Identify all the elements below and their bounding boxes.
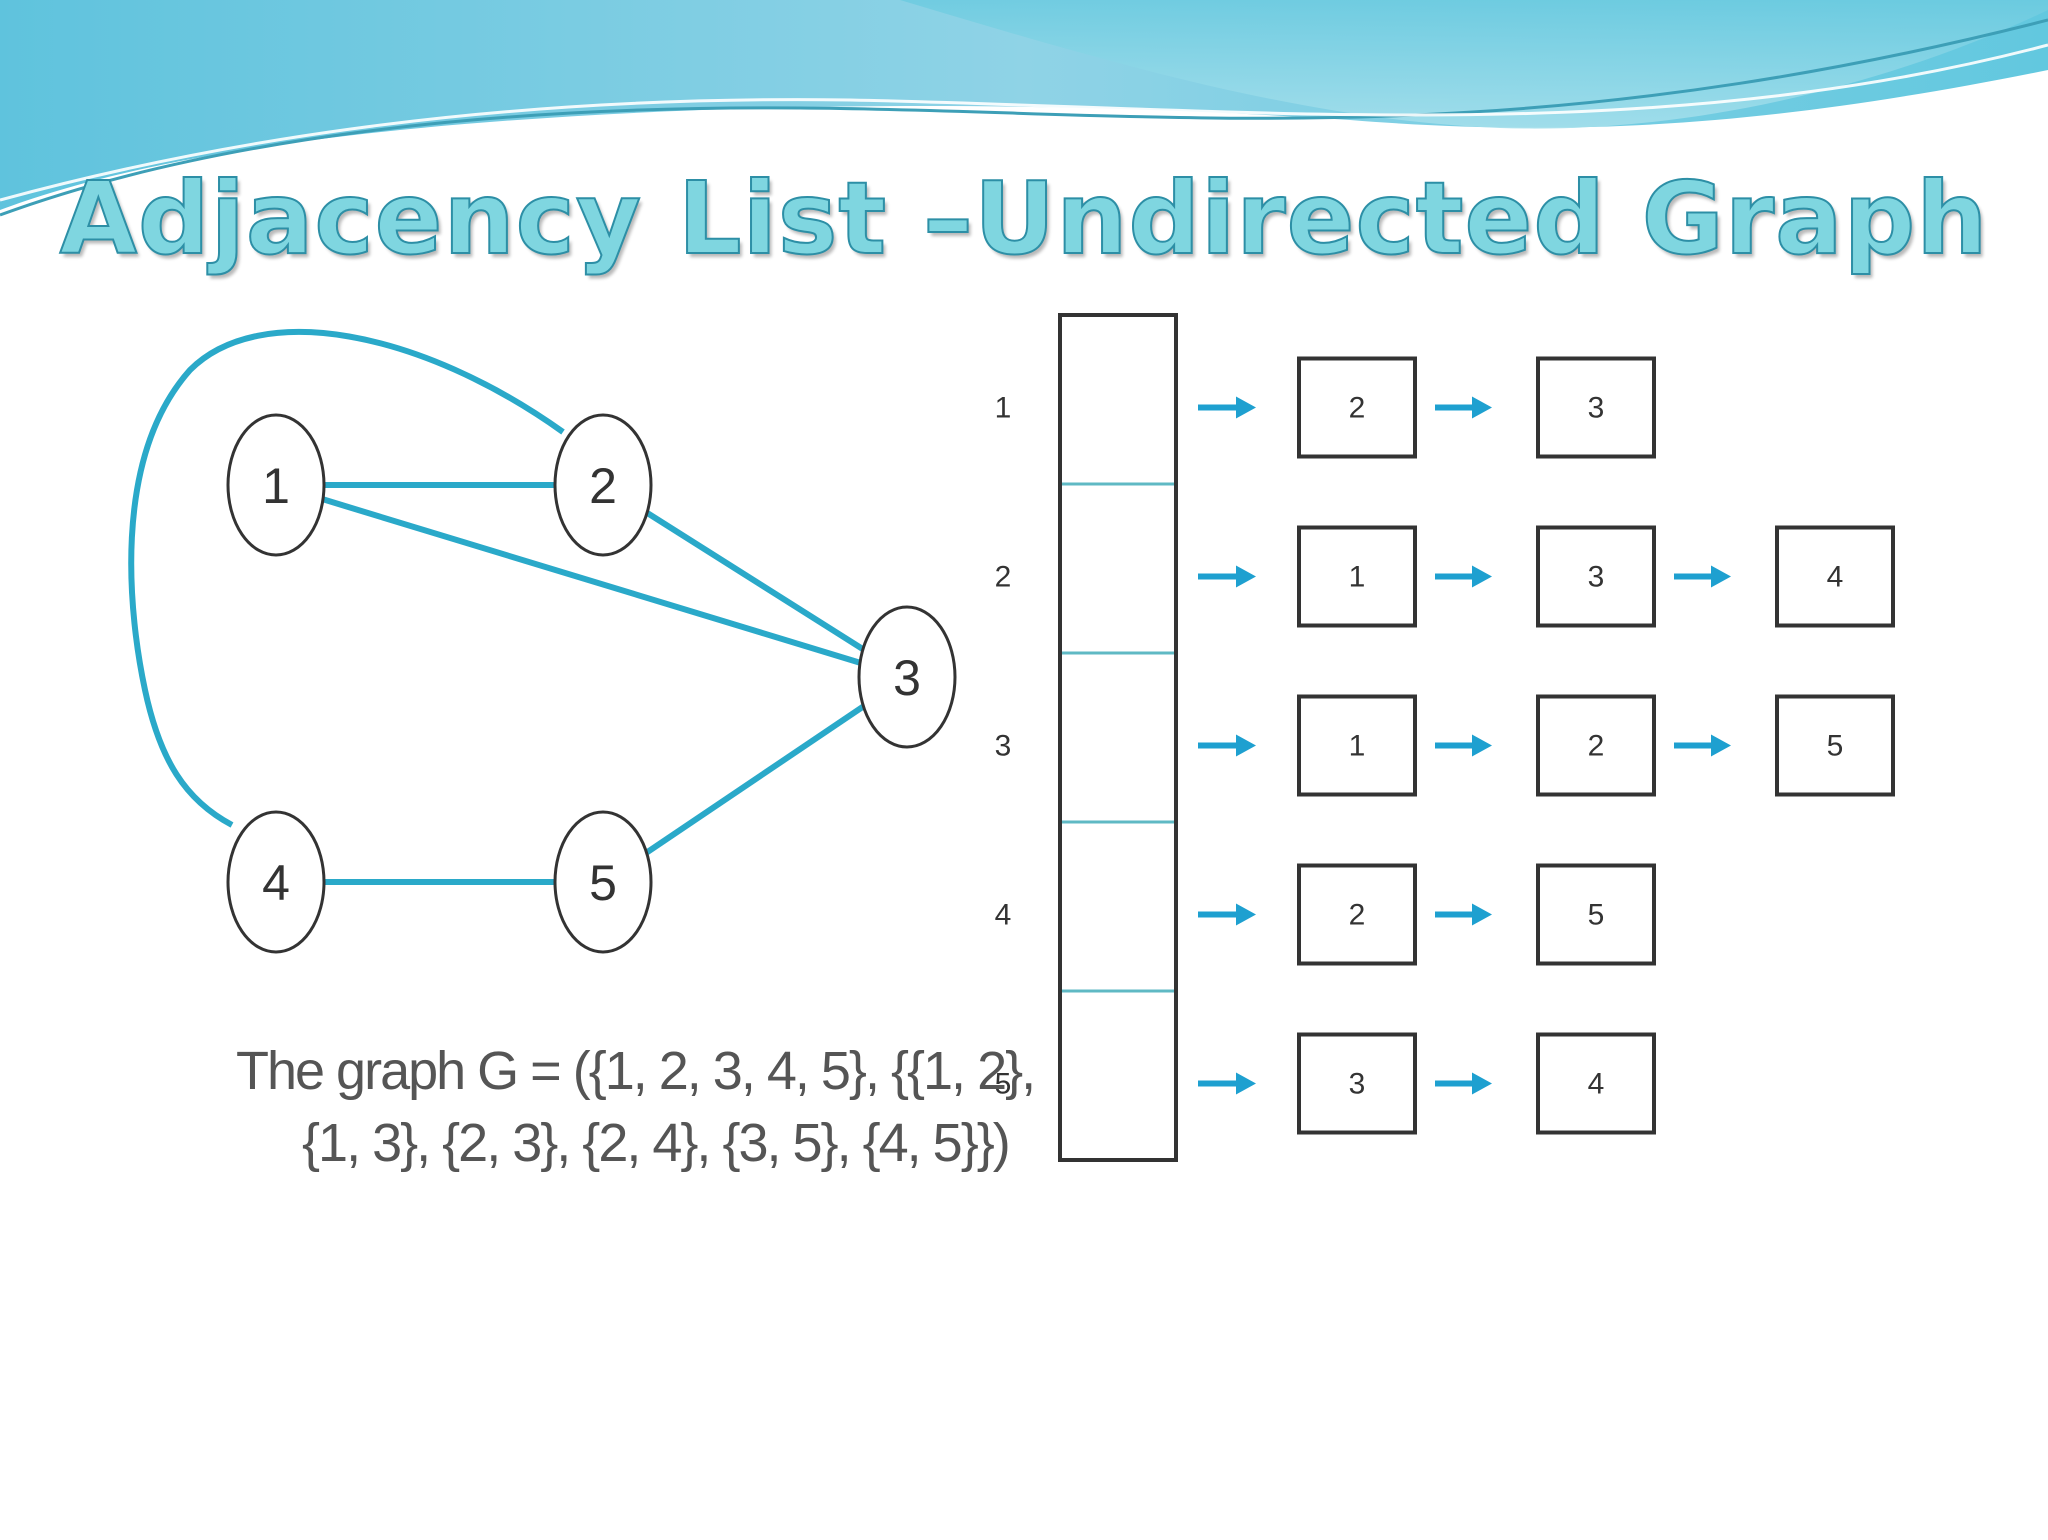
- list-node-value: 5: [1827, 730, 1844, 763]
- vertex-index-label-1: 1: [995, 392, 1012, 425]
- list-arrow: [1435, 734, 1492, 757]
- graph-node-circle: [553, 810, 653, 954]
- list-node-2-4: 4: [1775, 525, 1895, 628]
- list-arrow: [1198, 903, 1256, 926]
- list-node-4-2: 2: [1297, 863, 1417, 966]
- graph-node-4: 4: [226, 810, 326, 954]
- graph-node-circle: [226, 413, 326, 557]
- undirected-graph: 1 2 3 4 5: [128, 328, 957, 954]
- graph-edge-3-5: [644, 703, 866, 856]
- vertex-index-label-4: 4: [995, 899, 1012, 932]
- list-arrow: [1198, 1072, 1256, 1095]
- vertex-index-label-2: 2: [995, 561, 1012, 594]
- vertex-index-label-3: 3: [995, 730, 1012, 763]
- graph-node-3: 3: [857, 605, 957, 749]
- list-node-value: 4: [1588, 1068, 1605, 1101]
- list-node-value: 2: [1349, 392, 1366, 425]
- list-node-value: 2: [1349, 899, 1366, 932]
- list-arrow: [1674, 565, 1731, 588]
- graph-node-circle: [553, 413, 653, 557]
- vertex-array: [1058, 313, 1178, 1162]
- list-node-5-4: 4: [1536, 1032, 1656, 1135]
- list-node-value: 3: [1349, 1068, 1366, 1101]
- graph-node-label: 1: [262, 458, 290, 514]
- list-node-1-2: 2: [1297, 356, 1417, 459]
- list-arrow: [1435, 903, 1492, 926]
- list-node-value: 3: [1588, 561, 1605, 594]
- graph-edge-2-3: [645, 510, 865, 652]
- graph-definition-line-1: The graph G = ({1, 2, 3, 4, 5}, {{1, 2},: [236, 1041, 1036, 1101]
- list-arrow: [1198, 396, 1256, 419]
- list-node-1-3: 3: [1536, 356, 1656, 459]
- header-wave-decoration: [0, 0, 2048, 217]
- list-node-3-5: 5: [1775, 694, 1895, 797]
- graph-edge-1-3: [322, 496, 861, 666]
- slide-title: Adjacency List –Undirected Graph: [59, 159, 1989, 278]
- graph-node-label: 3: [893, 650, 921, 706]
- list-node-5-3: 3: [1297, 1032, 1417, 1135]
- list-node-3-1: 1: [1297, 694, 1417, 797]
- graph-node-label: 2: [589, 458, 617, 514]
- list-arrow: [1198, 734, 1256, 757]
- graph-node-2: 2: [553, 413, 653, 557]
- graph-edge-2-4: [128, 328, 565, 828]
- graph-node-circle: [857, 605, 957, 749]
- list-arrow: [1435, 565, 1492, 588]
- list-node-2-1: 1: [1297, 525, 1417, 628]
- graph-node-label: 4: [262, 855, 290, 911]
- list-node-3-2: 2: [1536, 694, 1656, 797]
- list-arrow: [1674, 734, 1731, 757]
- list-node-4-5: 5: [1536, 863, 1656, 966]
- list-node-value: 2: [1588, 730, 1605, 763]
- list-arrow: [1435, 396, 1492, 419]
- graph-node-1: 1: [226, 413, 326, 557]
- graph-node-label: 5: [589, 855, 617, 911]
- graph-definition-line-2: {1, 3}, {2, 3}, {2, 4}, {3, 5}, {4, 5}}): [302, 1113, 1011, 1173]
- list-arrow: [1435, 1072, 1492, 1095]
- list-node-2-3: 3: [1536, 525, 1656, 628]
- vertex-index-label-5: 5: [995, 1068, 1012, 1101]
- list-node-value: 5: [1588, 899, 1605, 932]
- list-node-value: 4: [1827, 561, 1844, 594]
- graph-node-5: 5: [553, 810, 653, 954]
- list-node-value: 3: [1588, 392, 1605, 425]
- list-node-value: 1: [1349, 561, 1366, 594]
- list-arrow: [1198, 565, 1256, 588]
- list-node-value: 1: [1349, 730, 1366, 763]
- graph-node-circle: [226, 810, 326, 954]
- adjacency-list-diagram: 1 2 3 2 1 3 4 3 1 2 5 4 2 5 5 3 4: [995, 313, 1895, 1162]
